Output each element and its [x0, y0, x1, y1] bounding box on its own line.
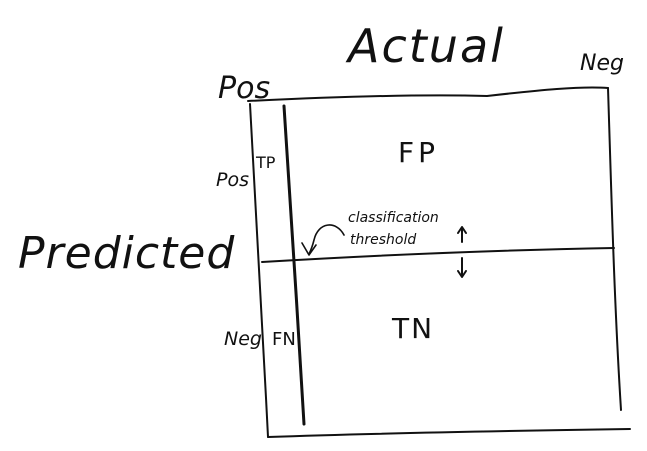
- annotation-pointer-curve: [308, 224, 345, 255]
- threshold-horizontal-line: [261, 247, 615, 263]
- annotation-classification: classification: [348, 210, 439, 226]
- threshold-down-arrow: [457, 257, 467, 278]
- matrix-border-left: [249, 103, 269, 438]
- actual-neg-label: Neg: [580, 51, 624, 76]
- cell-fp-label: FP: [398, 136, 439, 169]
- matrix-border-top: [247, 86, 609, 102]
- matrix-border-bottom: [267, 428, 631, 438]
- predicted-title: Predicted: [18, 228, 235, 279]
- actual-title: Actual: [345, 19, 505, 73]
- predicted-neg-label: Neg: [224, 328, 262, 350]
- cell-tn-label: TN: [391, 312, 434, 345]
- matrix-border-right: [607, 87, 622, 411]
- annotation-threshold: threshold: [350, 232, 416, 248]
- predicted-pos-label: Pos: [216, 169, 249, 191]
- positive-column-divider: [282, 104, 306, 426]
- cell-tp-label: TP: [255, 153, 276, 172]
- threshold-up-arrow: [457, 226, 467, 243]
- cell-fn-label: FN: [272, 329, 296, 350]
- annotation-pointer-arrowhead: [301, 242, 317, 256]
